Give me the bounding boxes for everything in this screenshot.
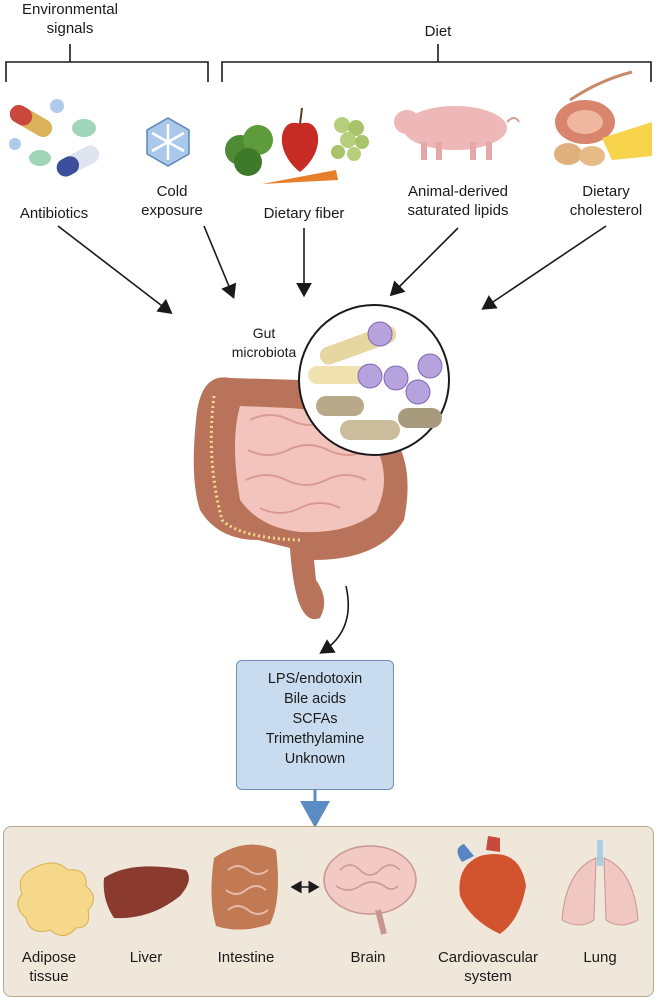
metabolite-item: LPS/endotoxin [267,671,363,687]
metabolite-item: SCFAs [292,711,338,727]
intestine-icon [211,844,278,930]
snowflake-icon [146,117,190,167]
environmental-bracket [5,44,209,82]
pig-icon [394,106,520,160]
microbiota-zoom-icon [298,304,450,456]
metabolite-item: Trimethylamine [265,731,365,747]
arrow-antibiotics [57,225,173,314]
cholesterol-foods-icon [554,70,652,166]
metabolite-item: Unknown [284,751,346,767]
arrow-cholesterol [481,225,607,310]
lung-label: Lung [583,949,617,966]
brain-label: Brain [350,949,386,966]
gut-microbiota-label: Gut microbiota [231,325,297,360]
adipose-label: Adipose tissue [21,949,77,985]
cold-exposure-label: Cold exposure [141,183,203,219]
antibiotics-label: Antibiotics [19,205,89,222]
saturated-lipids-label: Animal-derived saturated lipids [407,183,509,219]
dietary-fiber-label: Dietary fiber [263,205,345,222]
arrow-to-metabolites [319,585,350,654]
diet-bracket [221,44,652,82]
fruit-vegetables-icon [225,107,369,184]
liver-label: Liver [129,949,163,966]
cardiovascular-label: Cardiovascular system [437,949,539,985]
arrow-cold [203,225,237,299]
dietary-cholesterol-label: Dietary cholesterol [569,183,643,219]
input-arrows [57,225,607,314]
metabolites-box: LPS/endotoxin Bile acids SCFAs Trimethyl… [236,660,394,790]
brain-icon [323,845,417,935]
adipose-icon [17,862,94,936]
arrow-lipids [389,227,459,297]
liver-icon [103,866,189,919]
heart-icon [457,836,526,934]
lung-icon [561,840,639,926]
diet-label: Diet [424,23,452,40]
environmental-signals-label: Environmental signals [22,1,118,37]
pills-icon [9,99,100,177]
metabolite-item: Bile acids [283,691,347,707]
intestine-label: Intestine [217,949,275,966]
